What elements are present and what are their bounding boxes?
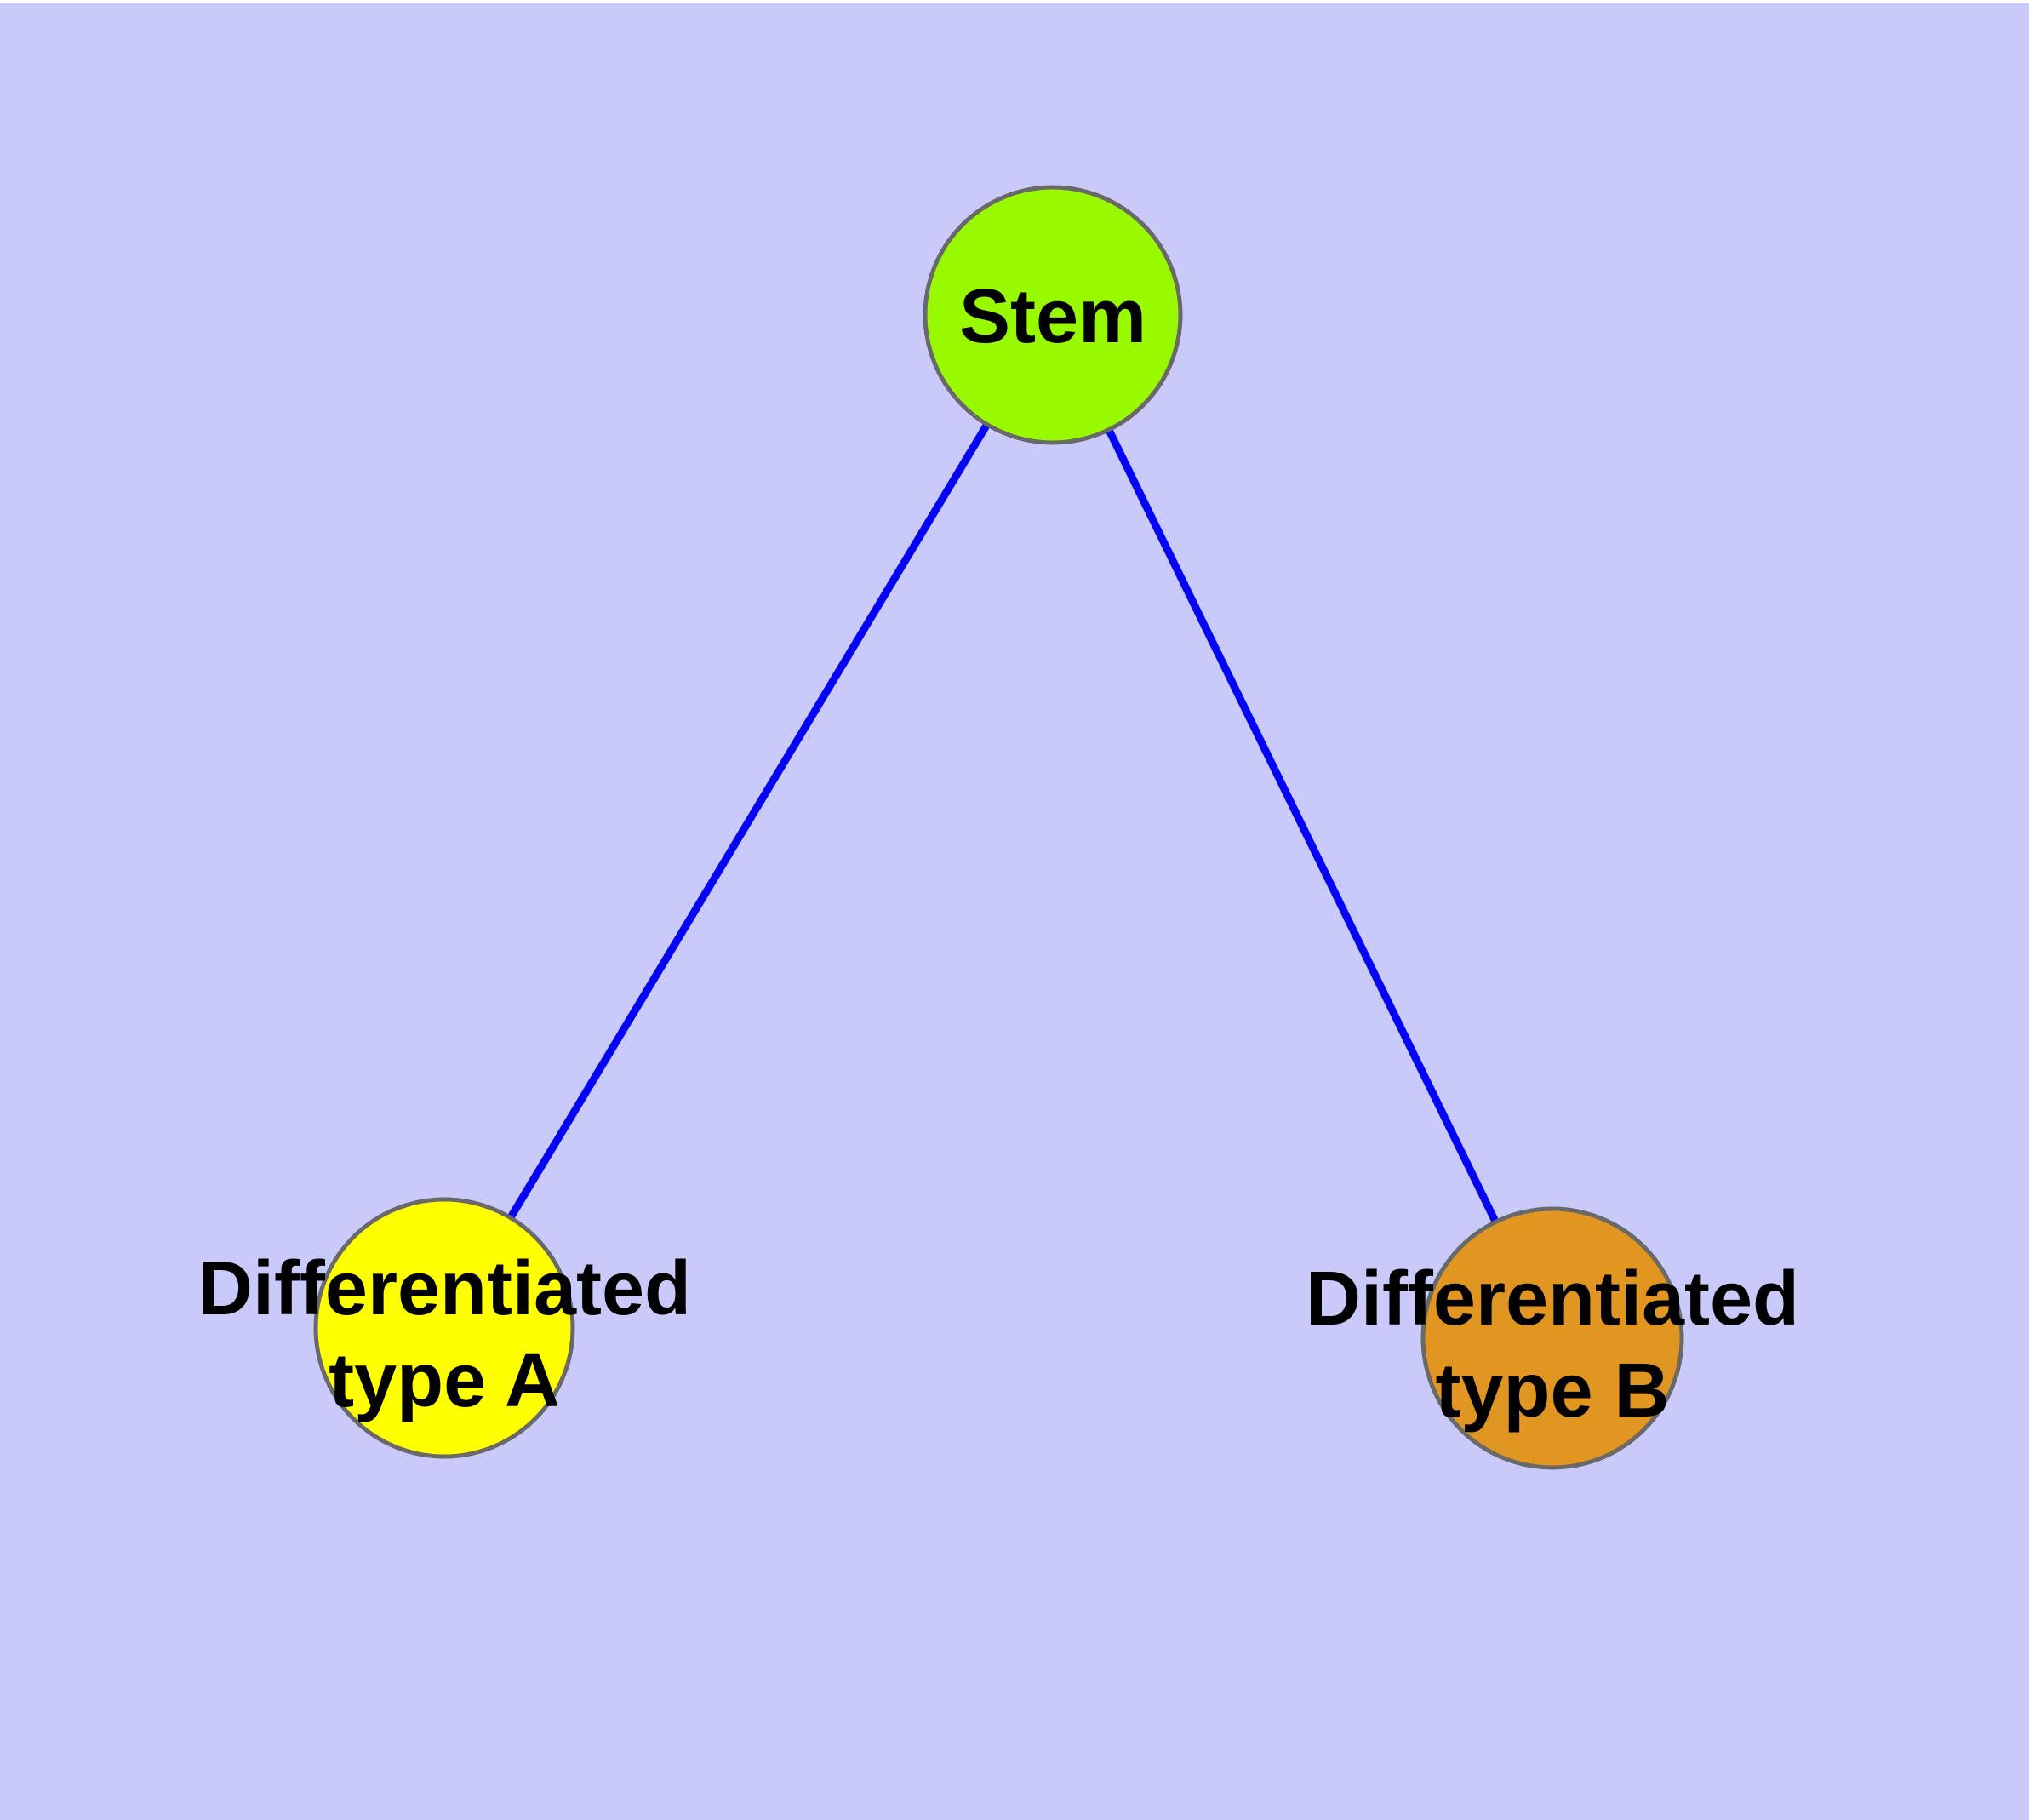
edge-stem-diff-b <box>1049 313 1557 1340</box>
edge-stem-diff-a <box>441 312 1056 1331</box>
node-diff-a-circle <box>313 1197 575 1459</box>
node-stem-label: Stem <box>959 274 1146 359</box>
node-stem-circle <box>923 185 1183 445</box>
node-diff-b-circle <box>1420 1206 1684 1470</box>
